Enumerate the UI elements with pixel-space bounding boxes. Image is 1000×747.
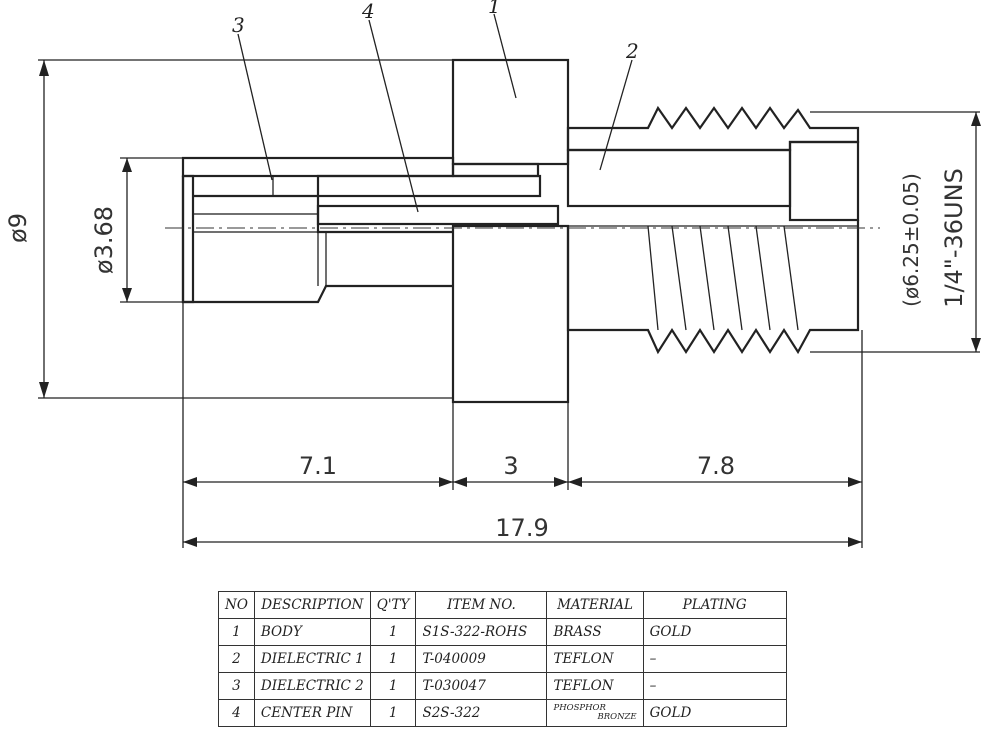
bom-cell: 1 bbox=[369, 672, 417, 700]
table-row: 1 BODY 1 S1S-322-ROHS BRASS GOLD bbox=[218, 618, 787, 646]
dim-label-inner-diameter: ø3.68 bbox=[90, 206, 118, 274]
part-callouts: 3 4 1 2 bbox=[232, 0, 639, 213]
bom-cell: 1 bbox=[218, 618, 255, 646]
bom-cell: TEFLON bbox=[546, 672, 644, 700]
dim-overall-diameter: ø9 bbox=[4, 59, 453, 399]
material-line1: PHOSPHOR bbox=[553, 702, 606, 713]
bom-cell: 3 bbox=[218, 672, 255, 700]
bom-header: NO bbox=[218, 591, 255, 619]
bom-header: PLATING bbox=[642, 591, 787, 619]
dim-label-length-middle: 3 bbox=[503, 452, 518, 480]
dim-label-length-right: 7.8 bbox=[697, 452, 735, 480]
bom-cell: – bbox=[642, 645, 787, 673]
bom-cell: 1 bbox=[369, 618, 417, 646]
dim-thread: (ø6.25±0.05) 1/4"-36UNS bbox=[810, 111, 981, 353]
material-line2: BRONZE bbox=[597, 711, 637, 722]
bom-cell: 1 bbox=[369, 699, 417, 727]
bill-of-materials: NO DESCRIPTION Q'TY ITEM NO. MATERIAL PL… bbox=[218, 591, 787, 727]
bom-cell: PHOSPHOR BRONZE bbox=[546, 699, 644, 727]
center-pin bbox=[192, 174, 560, 233]
callout-1: 1 bbox=[488, 0, 501, 18]
bom-cell: DIELECTRIC 2 bbox=[253, 672, 371, 700]
connector-drawing: ø9 ø3.68 (ø6.25±0.05) 1/4"-36UNS 7.1 3 7… bbox=[4, 0, 981, 548]
bom-cell: 1 bbox=[369, 645, 417, 673]
bom-cell: – bbox=[642, 672, 787, 700]
bom-cell: S2S-322 bbox=[415, 699, 548, 727]
knurled-section bbox=[451, 224, 570, 404]
dim-lengths: 7.1 3 7.8 17.9 bbox=[182, 302, 863, 548]
bom-header: MATERIAL bbox=[546, 591, 644, 619]
bom-header: DESCRIPTION bbox=[253, 591, 371, 619]
bom-cell: 2 bbox=[218, 645, 255, 673]
bom-header-row: NO DESCRIPTION Q'TY ITEM NO. MATERIAL PL… bbox=[218, 591, 787, 619]
table-row: 3 DIELECTRIC 2 1 T-030047 TEFLON – bbox=[218, 672, 787, 700]
bom-cell: BODY bbox=[253, 618, 371, 646]
threaded-section bbox=[566, 105, 860, 355]
bom-cell: DIELECTRIC 1 bbox=[253, 645, 371, 673]
dim-label-length-total: 17.9 bbox=[495, 514, 548, 542]
callout-4: 4 bbox=[361, 0, 375, 23]
dim-label-length-left: 7.1 bbox=[299, 452, 337, 480]
bom-cell: S1S-322-ROHS bbox=[415, 618, 548, 646]
bom-cell: TEFLON bbox=[546, 645, 644, 673]
dim-inner-diameter: ø3.68 bbox=[90, 157, 183, 303]
dim-label-thread-spec: 1/4"-36UNS bbox=[940, 168, 968, 308]
dim-label-overall-diameter: ø9 bbox=[4, 213, 32, 243]
bom-cell: T-040009 bbox=[415, 645, 548, 673]
bom-header: Q'TY bbox=[369, 591, 417, 619]
bom-cell: BRASS bbox=[546, 618, 644, 646]
bom-header: ITEM NO. bbox=[415, 591, 548, 619]
bom-cell: GOLD bbox=[642, 618, 787, 646]
table-row: 2 DIELECTRIC 1 1 T-040009 TEFLON – bbox=[218, 645, 787, 673]
body-flange bbox=[451, 58, 570, 178]
material-two-line: PHOSPHOR BRONZE bbox=[553, 702, 637, 722]
bom-cell: CENTER PIN bbox=[253, 699, 371, 727]
table-row: 4 CENTER PIN 1 S2S-322 PHOSPHOR BRONZE G… bbox=[218, 699, 787, 727]
callout-2: 2 bbox=[625, 39, 639, 63]
bom-cell: 4 bbox=[218, 699, 255, 727]
dim-label-thread-minor: (ø6.25±0.05) bbox=[899, 173, 923, 307]
callout-3: 3 bbox=[232, 13, 245, 37]
bom-cell: T-030047 bbox=[415, 672, 548, 700]
bom-cell: GOLD bbox=[642, 699, 787, 727]
